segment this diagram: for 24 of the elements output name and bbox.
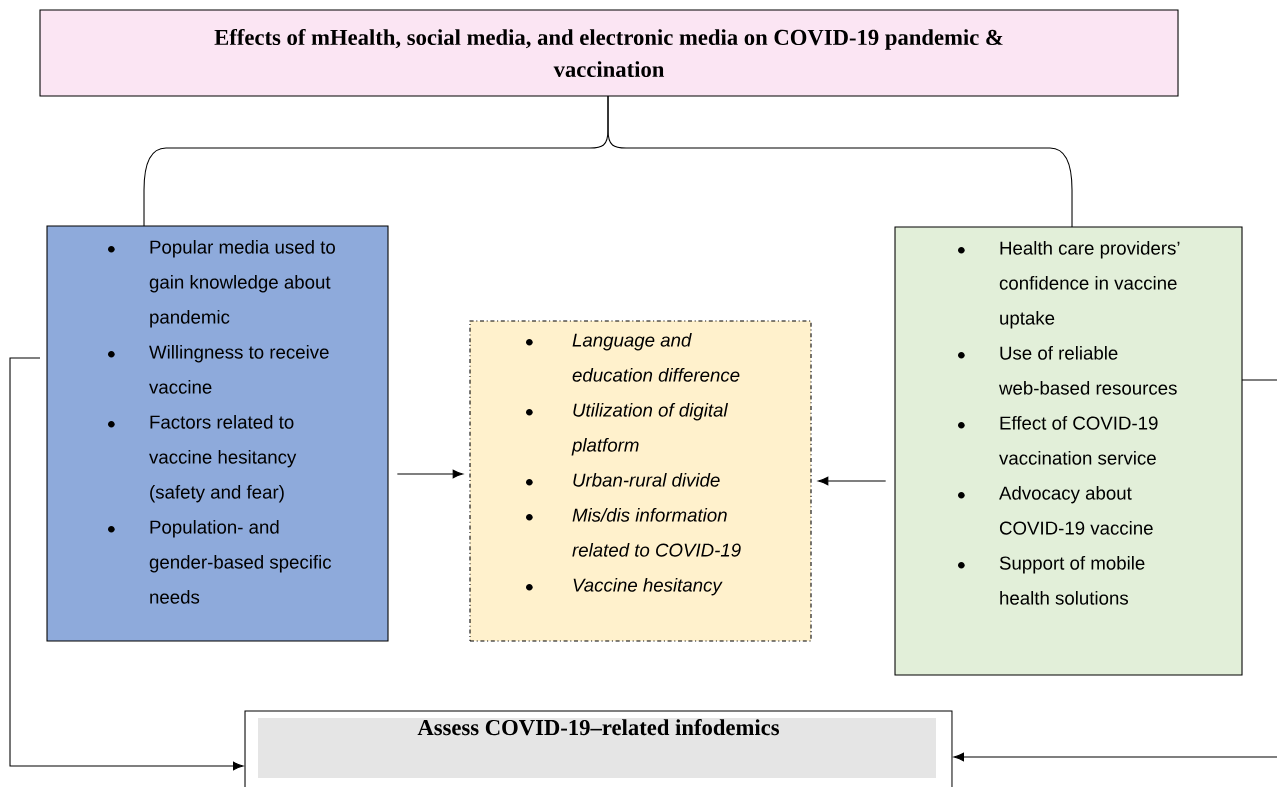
bullet-item: Use of reliable web-based resources (958, 346, 1177, 395)
bullet-item: Mis/dis information related to COVID-19 (526, 508, 741, 557)
bullet-item: Support of mobile health solutions (958, 556, 1145, 605)
bullet-item: Popular media used to gain knowledge about pandemic (108, 240, 335, 328)
arrow (9, 357, 244, 771)
bullet-item: Utilization of digital platform (526, 403, 728, 456)
result-box: Assess COVID-19–related infodemics (244, 710, 953, 787)
arrow (953, 379, 1277, 762)
bullet-item: Population- and gender-based specific needs (108, 520, 332, 604)
arrow (396, 469, 464, 479)
bullet-item: Urban-rural divide (526, 473, 720, 487)
bullet-item: Language and education difference (526, 333, 740, 382)
list-box (469, 320, 812, 642)
bullet-item: Advocacy about COVID-19 vaccine (958, 486, 1153, 535)
list-box (894, 226, 1243, 676)
title-box: Effects of mHealth, social media, and electronic media on COVID-19 pandemic & vaccination (39, 9, 1179, 97)
bullet-item: Vaccine hesitancy (526, 578, 723, 596)
list-box (46, 225, 389, 642)
brace-line (607, 95, 1073, 228)
bullet-item: Factors related to vaccine hesitancy (safety and fear) (108, 415, 297, 503)
bullet-item: Willingness to receive vaccine (108, 345, 329, 394)
bullet-item: Effect of COVID-19 vaccination service (958, 416, 1158, 465)
arrow (817, 476, 887, 486)
bullet-item: Health care providers’ confidence in vaccine uptake (958, 241, 1180, 329)
